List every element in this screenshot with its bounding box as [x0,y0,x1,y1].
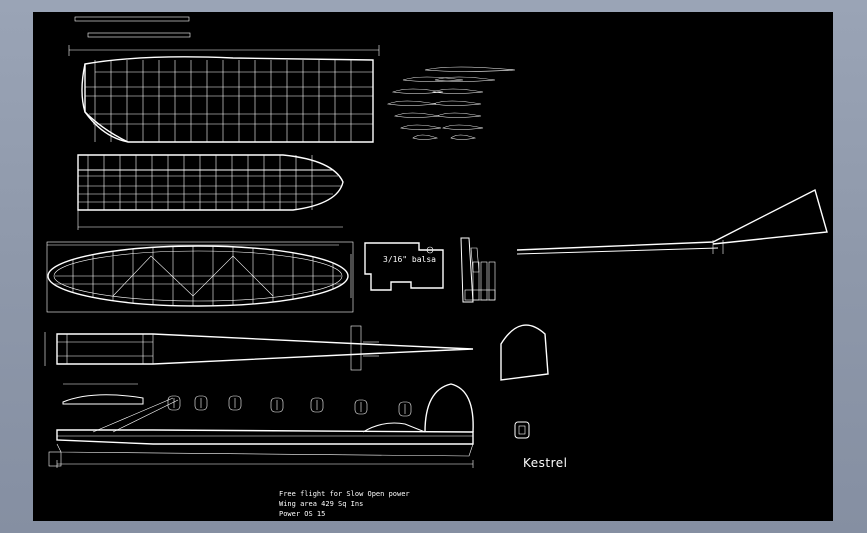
balsa-label: 3/16" balsa [383,255,436,264]
small-fitting [514,421,530,439]
fin-side-view [516,188,828,255]
formers-stack [460,237,496,303]
wing-panel-middle [77,154,344,230]
nose-former [500,324,549,381]
model-name: Kestrel [523,456,568,470]
fuselage-top-view [44,325,474,371]
stabilizer-plan [46,241,354,313]
cad-drawing-viewport[interactable]: 3/16" balsa [33,12,833,521]
note-line-3: Power OS 15 [279,510,325,518]
strip-parts [74,16,191,38]
note-line-2: Wing area 429 Sq Ins [279,500,363,508]
wing-panel-top [68,45,380,143]
fuselage-side-view [48,383,474,468]
balsa-part: 3/16" balsa [364,242,444,291]
rib-templates [386,66,516,140]
plan-drawing: 3/16" balsa [44,16,828,518]
plan-notes: Free flight for Slow Open power Wing are… [279,490,410,518]
note-line-1: Free flight for Slow Open power [279,490,410,498]
